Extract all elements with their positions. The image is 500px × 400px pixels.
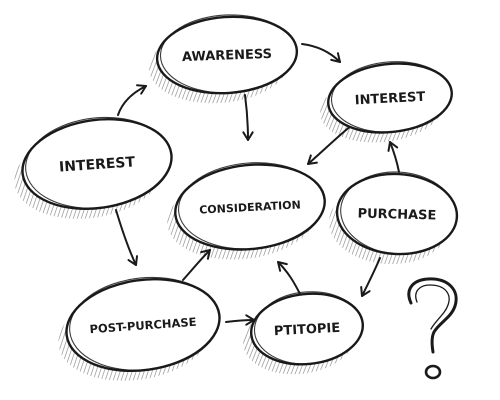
arrow-head bbox=[387, 141, 399, 152]
node-ellipse-sketch bbox=[25, 116, 172, 209]
arrow-head bbox=[242, 131, 254, 141]
nodes: AWARENESS INTEREST INTEREST CONSIDERATION PU… bbox=[21, 14, 459, 373]
edge-post-purchase-to-consideration bbox=[182, 249, 211, 281]
question-mark-icon bbox=[407, 277, 458, 380]
node-ellipse-sketch bbox=[177, 162, 325, 250]
node-label-consideration: CONSIDERATION bbox=[199, 198, 301, 216]
arrow-shaft bbox=[307, 124, 353, 165]
node-ptitopie: PTITOPIE bbox=[249, 291, 365, 366]
arrow-shaft bbox=[115, 209, 137, 266]
node-label-ptitopie: PTITOPIE bbox=[274, 321, 341, 339]
node-label-interest-left: INTEREST bbox=[59, 154, 136, 175]
edges bbox=[115, 43, 400, 326]
arrow-shaft bbox=[361, 257, 381, 297]
node-ellipse-sketch bbox=[340, 171, 458, 255]
arrow-head bbox=[136, 84, 147, 95]
edge-awareness-to-interest-right bbox=[301, 43, 341, 63]
node-purchase: PURCHASE bbox=[335, 171, 459, 256]
edge-interest-left-to-post-purchase bbox=[115, 209, 138, 266]
arrow-shaft bbox=[277, 261, 301, 295]
arrow-shaft bbox=[225, 319, 255, 323]
node-label-purchase: PURCHASE bbox=[357, 206, 436, 223]
arrow-head bbox=[200, 249, 211, 260]
edge-post-purchase-to-ptitopie bbox=[225, 314, 255, 326]
arrow-head bbox=[277, 261, 288, 272]
edge-awareness-to-consideration bbox=[242, 94, 254, 141]
node-ellipse-sketch bbox=[159, 14, 297, 94]
arrow-head bbox=[330, 52, 341, 63]
arrow-shaft bbox=[389, 141, 400, 173]
node-interest-left: INTEREST bbox=[21, 116, 173, 211]
node-label-interest-right: INTEREST bbox=[354, 90, 425, 109]
arrow-shaft bbox=[301, 43, 341, 63]
node-awareness: AWARENESS bbox=[155, 14, 299, 95]
node-interest-right: INTEREST bbox=[327, 61, 453, 134]
arrow-shaft bbox=[244, 94, 249, 141]
edge-interest-left-to-awareness bbox=[117, 84, 147, 116]
edge-purchase-to-interest-right bbox=[387, 141, 400, 173]
node-ellipse-sketch bbox=[330, 61, 452, 133]
edge-ptitopie-to-consideration bbox=[277, 261, 301, 295]
arrow-shaft bbox=[117, 85, 147, 116]
node-label-awareness: AWARENESS bbox=[182, 47, 273, 65]
node-consideration: CONSIDERATION bbox=[174, 162, 326, 251]
node-ellipse-sketch bbox=[69, 276, 220, 371]
arrow-head bbox=[360, 286, 371, 297]
arrow-head bbox=[127, 255, 138, 266]
edge-purchase-to-ptitopie bbox=[360, 257, 381, 297]
node-post-purchase: POST-PURCHASE bbox=[65, 276, 221, 373]
edge-interest-right-to-consideration bbox=[307, 124, 353, 165]
arrow-head bbox=[307, 154, 318, 165]
node-ellipse-sketch bbox=[253, 291, 363, 365]
arrow-shaft bbox=[182, 249, 211, 281]
